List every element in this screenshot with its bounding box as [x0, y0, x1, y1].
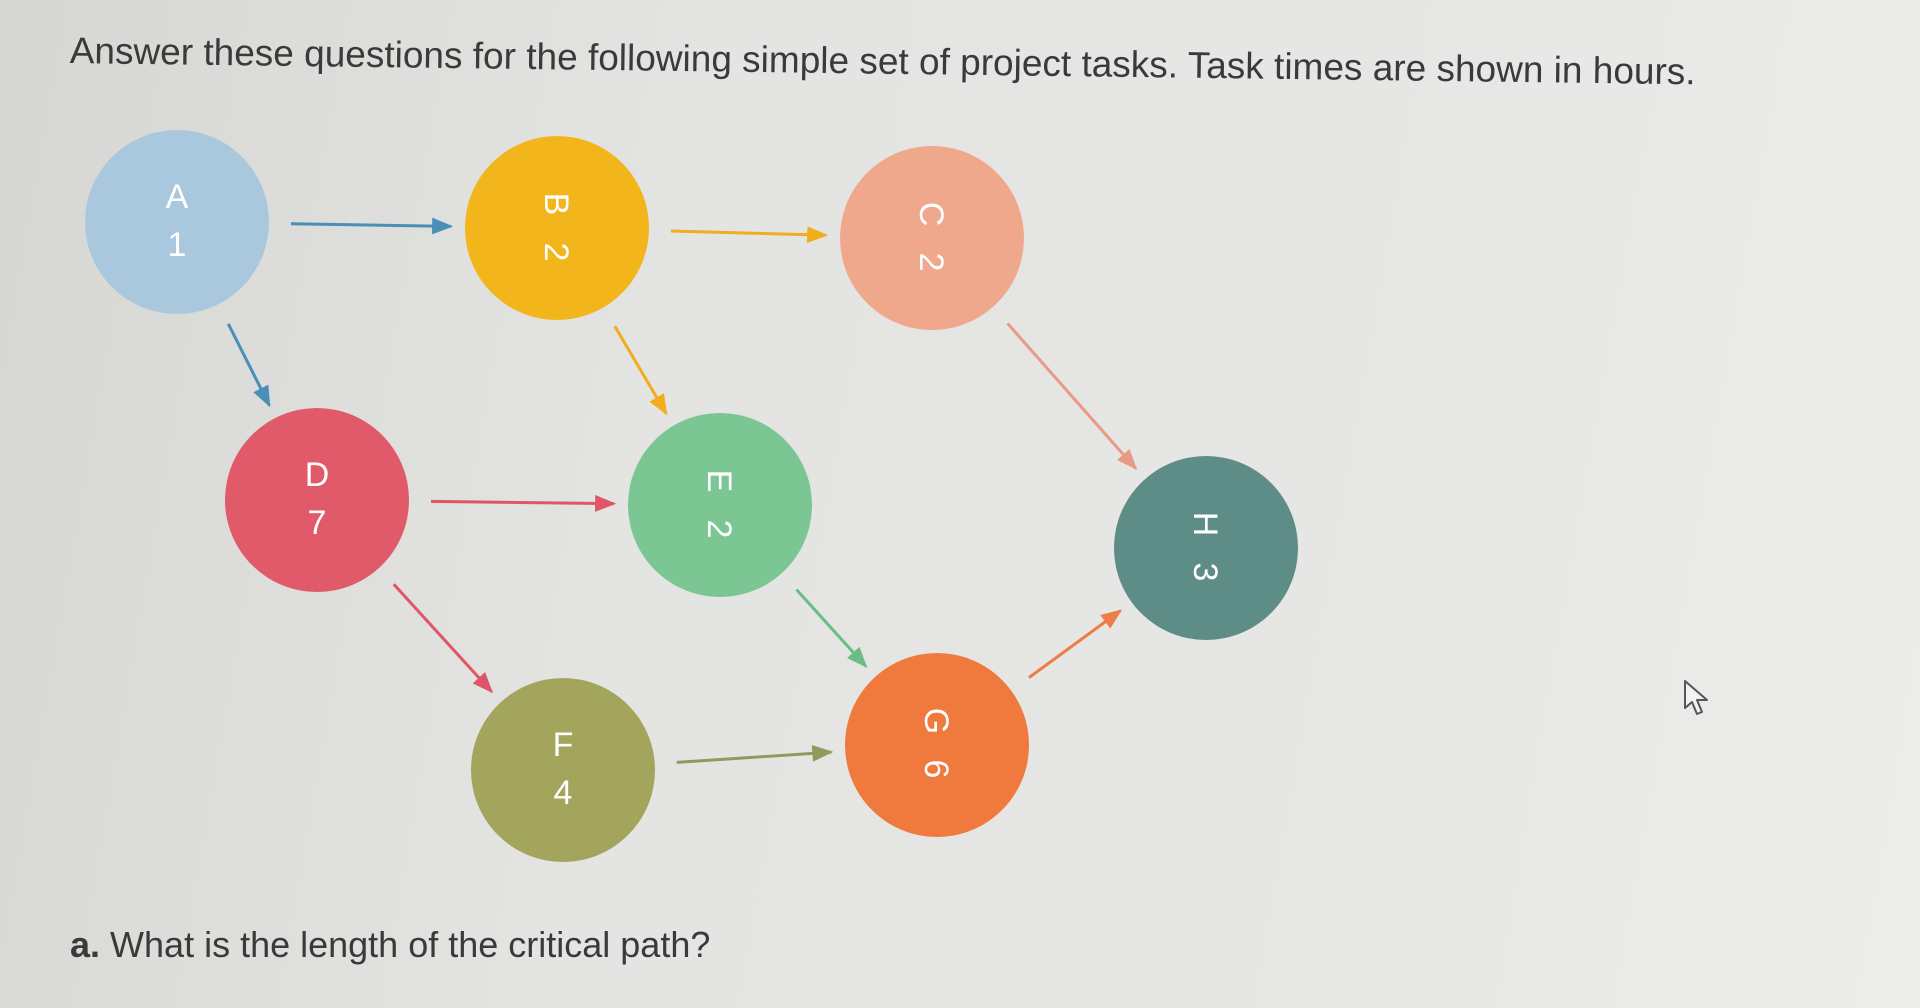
task-letter: B: [537, 193, 575, 216]
task-node-e: E2: [628, 413, 812, 597]
edge-g-h: [1028, 609, 1123, 679]
task-circle: [628, 413, 812, 597]
task-time: 6: [917, 760, 955, 779]
task-time: 3: [1186, 563, 1224, 582]
task-circle: [85, 130, 269, 314]
edge-a-b: [290, 217, 454, 235]
edge-c-h: [1006, 322, 1138, 471]
edge-b-e: [613, 325, 668, 416]
edge-f-g: [676, 744, 834, 764]
task-time: 4: [554, 774, 573, 812]
task-circle: [465, 136, 649, 320]
task-node-f: F4: [471, 678, 655, 862]
task-node-h: H3: [1114, 456, 1298, 640]
task-time: 2: [700, 520, 738, 539]
task-letter: A: [166, 178, 189, 216]
edge-d-f: [392, 583, 494, 694]
task-node-g: G6: [845, 653, 1029, 837]
task-letter: G: [917, 708, 955, 734]
task-time: 1: [168, 226, 187, 264]
task-circle: [840, 146, 1024, 330]
task-letter: H: [1186, 512, 1224, 537]
edge-d-e: [430, 495, 617, 512]
question-text: What is the length of the critical path?: [110, 924, 711, 965]
task-circle: [845, 653, 1029, 837]
task-letter: D: [305, 456, 330, 494]
edge-e-g: [795, 588, 868, 668]
task-time: 2: [537, 243, 575, 262]
task-circle: [1114, 456, 1298, 640]
task-node-d: D7: [225, 408, 409, 592]
task-time: 7: [308, 504, 327, 542]
question-label: a.: [70, 924, 101, 965]
edge-b-c: [670, 226, 829, 244]
task-time: 2: [912, 253, 950, 272]
task-node-b: B2: [465, 136, 649, 320]
task-circle: [471, 678, 655, 862]
task-node-a: A1: [85, 130, 269, 314]
task-circle: [225, 408, 409, 592]
mouse-cursor-icon: [1684, 680, 1708, 715]
task-letter: F: [553, 726, 574, 764]
question-a: a. What is the length of the critical pa…: [70, 924, 710, 966]
edge-layer: [226, 217, 1138, 764]
task-letter: E: [700, 470, 738, 493]
task-letter: C: [912, 202, 950, 227]
edge-a-d: [226, 323, 271, 408]
task-node-c: C2: [840, 146, 1024, 330]
